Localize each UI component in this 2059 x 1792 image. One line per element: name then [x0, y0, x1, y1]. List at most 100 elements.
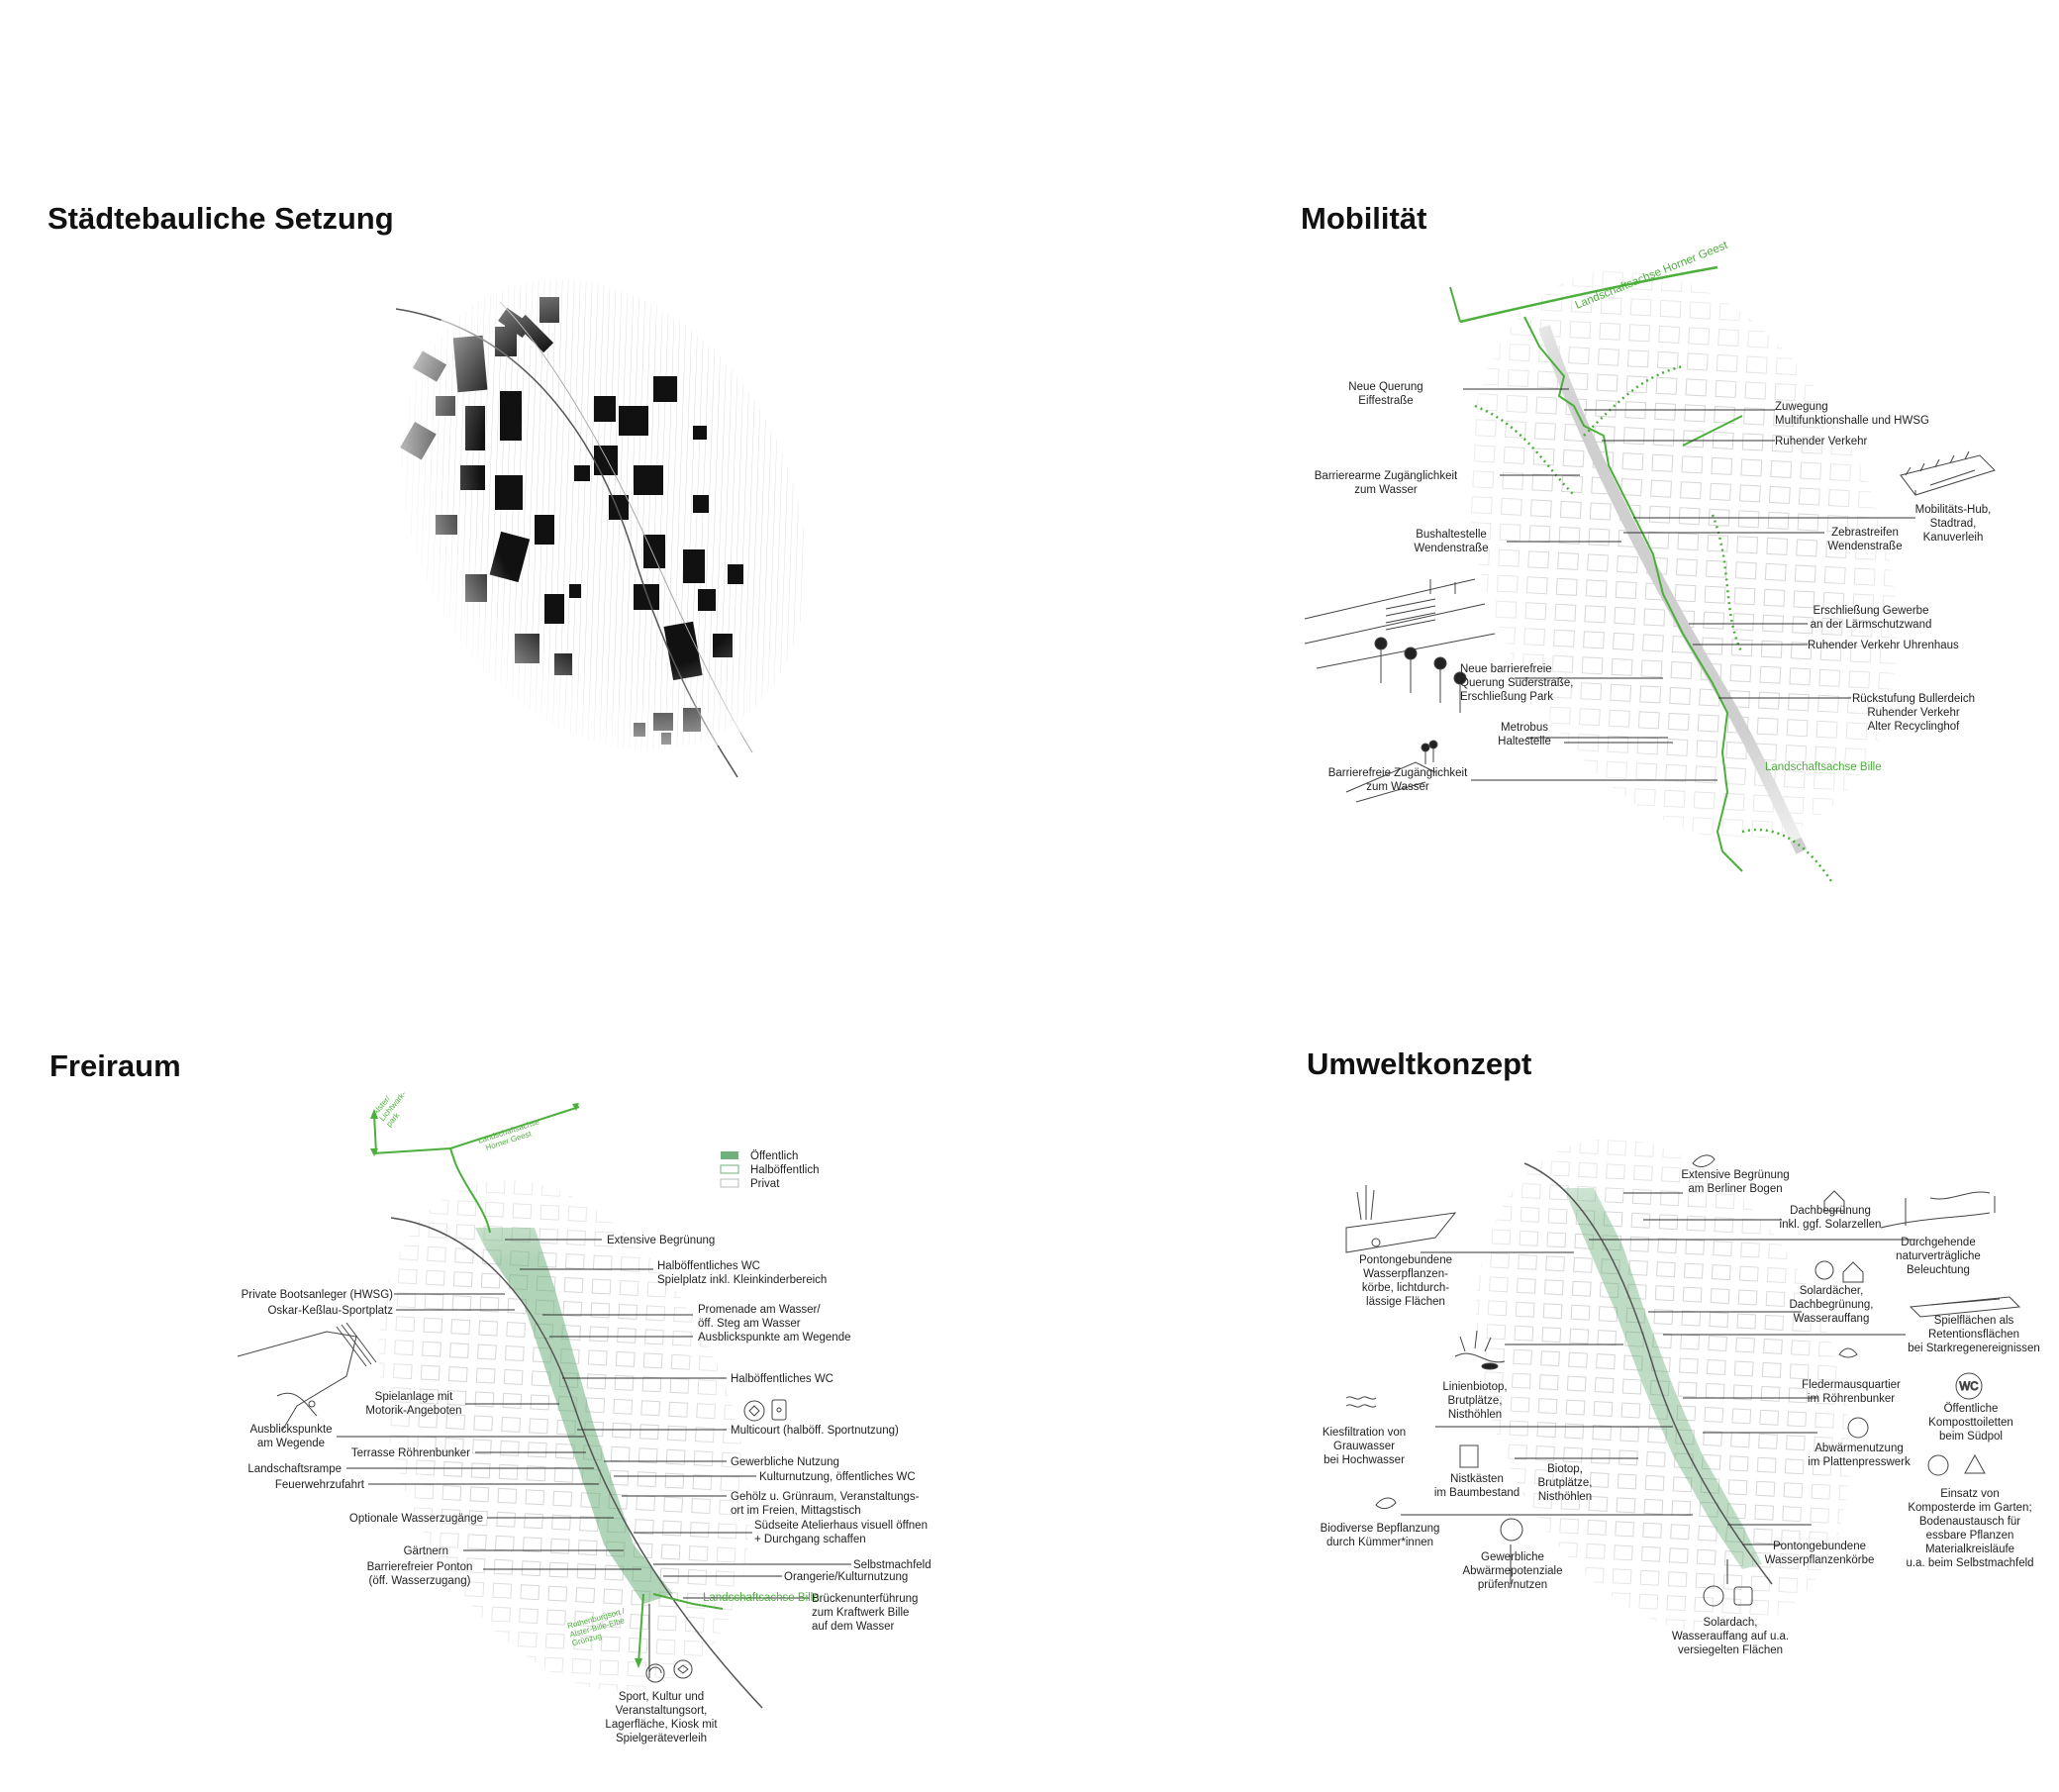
label-ponton: Barrierefreier Ponton(öff. Wasserzugang) [367, 1561, 473, 1587]
linienbiotop-sketch [1454, 1330, 1506, 1370]
drop-icon [1703, 1585, 1724, 1607]
label-freiraum-bille: Landschaftsachse Bille [703, 1592, 820, 1604]
panel-title-freiraum: Freiraum [49, 1048, 181, 1083]
label-landschaftsrampe: Landschaftsrampe [247, 1463, 342, 1475]
label-mobilitaets-hub: Mobilitäts-Hub,Stadtrad,Kanuverleih [1915, 504, 1992, 544]
house-icon [1823, 1190, 1845, 1212]
label-gehoelz: Gehölz u. Grünraum, Veranstaltungs-ort i… [731, 1491, 920, 1517]
label-halboeff-wc: Halböffentliches WC [731, 1373, 833, 1385]
wc-icon [1955, 1372, 1983, 1400]
spielflaechen-sketch [1909, 1296, 2021, 1318]
label-landschaftsachse-bille: Landschaftsachse Bille [1765, 761, 1882, 773]
mobility-leader-lines [1463, 388, 1915, 781]
label-suedseite: Südseite Atelierhaus visuell öffnen+ Dur… [754, 1520, 928, 1545]
panel-title-mobilitaet: Mobilität [1301, 201, 1427, 236]
bat-icon [1838, 1347, 1858, 1358]
multicourt-icons [743, 1399, 787, 1422]
label-solardach: Solardach,Wasserauffang auf u.a.versiege… [1672, 1617, 1789, 1656]
legend-label-halboeffentlich: Halböffentlich [750, 1164, 819, 1176]
label-ruhender-verkehr: Ruhender Verkehr [1775, 436, 1868, 448]
legend-swatch-privat [720, 1178, 739, 1188]
cycle-icon [1733, 1586, 1753, 1606]
label-multicourt: Multicourt (halböff. Sportnutzung) [731, 1425, 899, 1437]
label-selbstmachfeld: Selbstmachfeld [853, 1559, 931, 1571]
heat-icon [1847, 1417, 1869, 1439]
label-private-boot: Private Bootsanleger (HWSG) [242, 1289, 394, 1301]
label-optionale: Optionale Wasserzugänge [349, 1513, 483, 1525]
label-solardaecher: Solardächer,Dachbegrünung,Wasserauffang [1789, 1285, 1873, 1325]
label-gewerbliche: Gewerbliche Nutzung [731, 1456, 839, 1468]
freiraum-legend: Öffentlich Halböffentlich Privat [720, 1150, 819, 1190]
label-biotop: Biotop,Brutplätze,Nisthöhlen [1538, 1463, 1593, 1503]
mobility-diagram: Landschaftsachse Horner Geest Neue Queru… [1304, 240, 1996, 882]
legend-label-privat: Privat [750, 1178, 780, 1190]
label-terrasse: Terrasse Röhrenbunker [351, 1447, 470, 1459]
sun-icon [1814, 1260, 1834, 1280]
label-kultur: Kulturnutzung, öffentliches WC [759, 1471, 916, 1483]
house-icon [1842, 1261, 1864, 1283]
access-sketch [1345, 740, 1438, 803]
panel-mobilitaet: Mobilität [0, 0, 2059, 891]
label-feuerwehr: Feuerwehrzufahrt [275, 1479, 365, 1491]
freiraum-map [237, 1103, 763, 1709]
freiraum-diagram: Öffentlich Halböffentlich Privat [237, 1089, 931, 1744]
plant-icon [1375, 1497, 1397, 1510]
label-oskar: Oskar-Keßlau-Sportplatz [267, 1305, 393, 1317]
legend-swatch-oeffentlich [721, 1151, 738, 1159]
panel-staedtebau: Städtebauliche Setzung [0, 0, 1030, 891]
freiraum-leader-lines [337, 1239, 851, 1678]
label-ruhender-uhrenhaus: Ruhender Verkehr Uhrenhaus [1808, 640, 1959, 651]
wc-label: WC [1959, 1381, 1978, 1393]
heat2-icon [1500, 1518, 1523, 1542]
figure-ground-plan [391, 268, 817, 778]
label-ausblick-wegende: Ausblickspunkte am Wegende [698, 1332, 851, 1344]
umwelt-icons: WC [1345, 1154, 1986, 1607]
sport-icons [645, 1659, 693, 1683]
crossing-sketch [1304, 578, 1496, 713]
bootsanleger-sketch [237, 1322, 377, 1432]
panel-title-staedtebau: Städtebauliche Setzung [48, 201, 394, 236]
panel-freiraum: Freiraum [49, 1048, 931, 1744]
nistkasten-icon [1459, 1444, 1479, 1468]
leaf-icon [1692, 1154, 1716, 1167]
beleuchtung-sketch [1880, 1191, 1996, 1229]
legend-swatch-halboeffentlich [720, 1164, 739, 1174]
label-linienbiotop: Linienbiotop,Brutplätze,Nisthöhlen [1442, 1381, 1507, 1421]
wave-icon [1345, 1396, 1377, 1408]
mobility-hub-sketch [1900, 450, 1996, 496]
legend-label-oeffentlich: Öffentlich [750, 1150, 798, 1162]
compost-icon [1927, 1454, 1949, 1476]
label-extensive-begruenung: Extensive Begrünung [607, 1235, 715, 1246]
